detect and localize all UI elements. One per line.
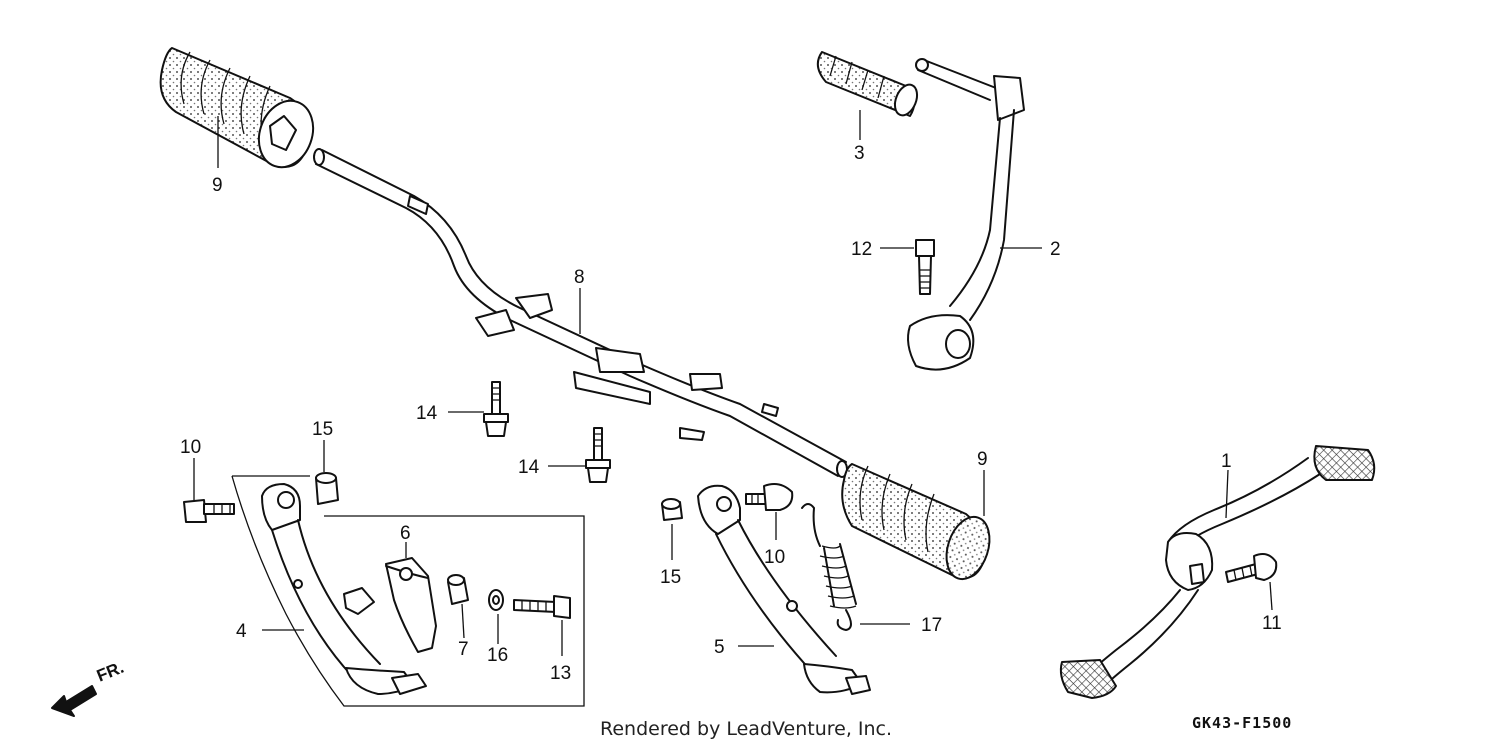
callout-15-right: 15 (660, 567, 682, 588)
callout-1: 1 (1221, 451, 1232, 472)
callout-2: 2 (1050, 239, 1061, 260)
washer-16[interactable] (488, 589, 504, 611)
bolt-13[interactable] (513, 595, 571, 619)
kick-rubber[interactable] (816, 51, 921, 119)
bolt-10-left[interactable] (183, 499, 235, 523)
callout-10-left: 10 (180, 437, 202, 458)
callout-8: 8 (574, 267, 585, 288)
main-stand[interactable] (697, 484, 871, 695)
diagram-code: GK43-F1500 (1192, 714, 1293, 732)
kick-starter-arm[interactable] (907, 58, 1025, 371)
assembly-outline (231, 475, 585, 707)
callout-15-left: 15 (312, 419, 334, 440)
callout-13: 13 (550, 663, 572, 684)
front-direction-arrow-icon (51, 685, 97, 717)
return-spring[interactable] (801, 503, 857, 631)
collar-7[interactable] (447, 574, 469, 605)
side-stand[interactable] (261, 483, 427, 695)
bolt-14-upper[interactable] (483, 381, 509, 437)
callout-11: 11 (1262, 613, 1282, 634)
bolt-14-lower[interactable] (585, 427, 611, 483)
bolt-12[interactable] (915, 239, 935, 295)
callout-9-right: 9 (977, 449, 988, 470)
callout-10-right: 10 (764, 547, 786, 568)
callout-3: 3 (854, 143, 865, 164)
callout-7: 7 (458, 639, 469, 660)
bolt-10-right[interactable] (745, 483, 794, 511)
callout-4: 4 (236, 621, 247, 642)
callout-17: 17 (921, 615, 943, 636)
change-pedal[interactable] (1059, 445, 1376, 699)
collar-15-left[interactable] (315, 472, 339, 505)
stand-rubber[interactable] (385, 557, 437, 653)
callout-12: 12 (851, 239, 873, 260)
step-bar[interactable] (313, 148, 848, 478)
callout-16: 16 (487, 645, 509, 666)
callout-14-upper: 14 (416, 403, 438, 424)
callout-14-lower: 14 (518, 457, 540, 478)
callout-6: 6 (400, 523, 411, 544)
render-credit: Rendered by LeadVenture, Inc. (600, 718, 893, 740)
footpeg-rubber-right[interactable] (841, 463, 997, 585)
callout-5: 5 (714, 637, 725, 658)
footpeg-rubber-left[interactable] (159, 47, 322, 175)
callout-9-left: 9 (212, 175, 223, 196)
bolt-11[interactable] (1225, 553, 1278, 583)
collar-15-right[interactable] (661, 498, 683, 521)
